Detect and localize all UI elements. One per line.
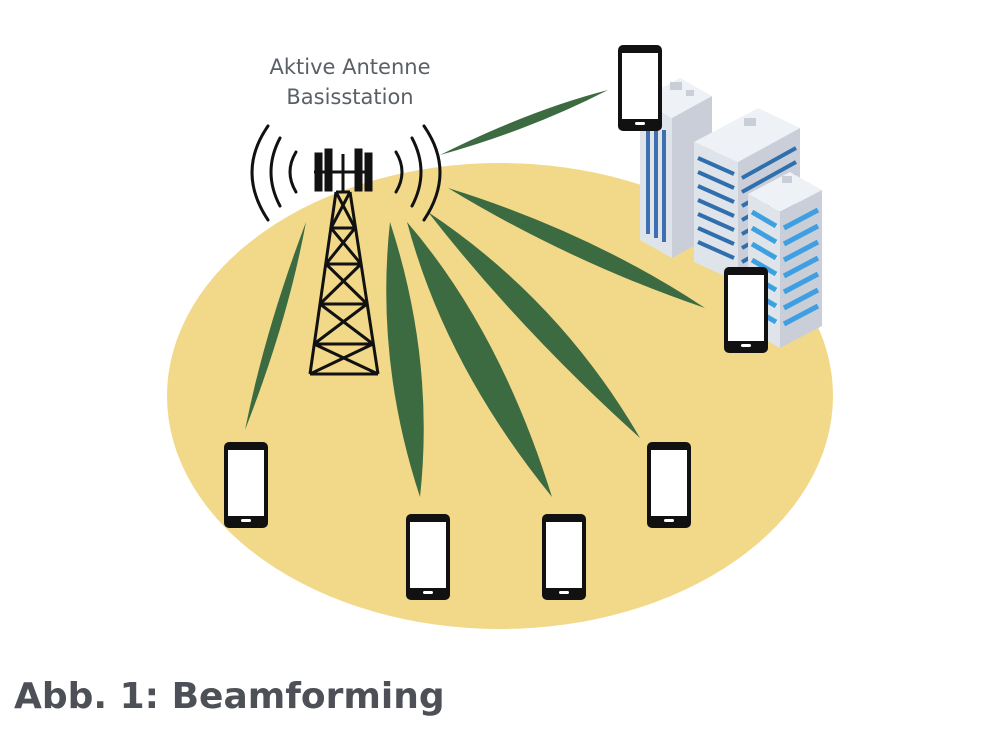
smartphone-icon: [406, 514, 450, 600]
antenna-label: Aktive Antenne Basisstation: [250, 52, 450, 112]
beam-1: [440, 90, 608, 155]
beam-3: [428, 212, 640, 438]
smartphone-icon: [224, 442, 268, 528]
beam-5: [386, 222, 424, 497]
office-buildings-icon: [640, 78, 822, 348]
cell-tower-icon: [308, 148, 380, 376]
beam-2: [448, 188, 705, 308]
radio-waves-icon: [250, 124, 442, 222]
antenna-label-line-2: Basisstation: [286, 85, 414, 109]
antenna-label-line-1: Aktive Antenne: [269, 55, 431, 79]
beams: [245, 90, 705, 497]
smartphone-icon: [542, 514, 586, 600]
beam-6: [245, 222, 306, 430]
smartphone-icon: [618, 45, 662, 131]
smartphone-icon: [724, 267, 768, 353]
smartphone-icon: [647, 442, 691, 528]
figure-caption: Abb. 1: Beamforming: [14, 676, 445, 717]
beam-4: [407, 222, 552, 497]
